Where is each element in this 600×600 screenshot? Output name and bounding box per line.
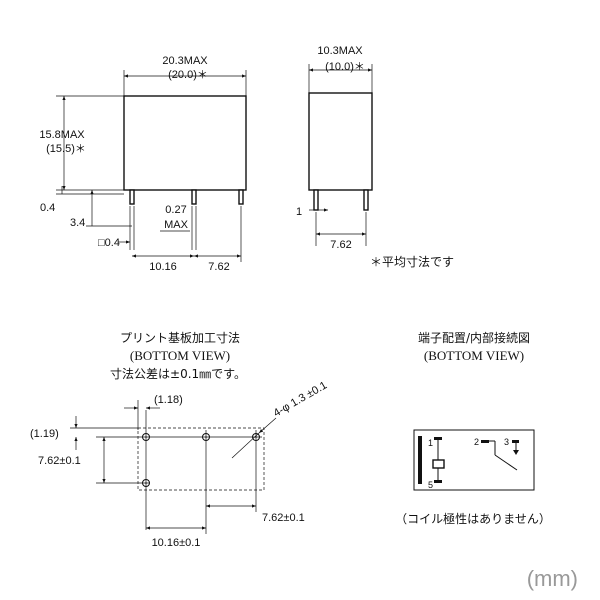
- front-standoff: 0.4: [40, 202, 55, 214]
- leader: [231, 432, 260, 459]
- front-width-avg: (20.0)＊: [168, 69, 208, 81]
- pcb-dim-762-vertical: 7.62±0.1: [38, 455, 81, 467]
- terminal-pin-2: 2: [474, 437, 479, 447]
- side-pitch: 7.62: [330, 239, 351, 251]
- front-pitch-b: 7.62: [208, 261, 229, 273]
- terminal-pin-5: 5: [428, 480, 433, 490]
- front-height-max: 15.8MAX: [39, 129, 85, 141]
- front-pin-right: [238, 189, 244, 205]
- terminal-diagram: 端子配置/内部接続図 (BOTTOM VIEW) 1 5 2 3 （コイル極性は…: [395, 330, 551, 526]
- side-width-max: 10.3MAX: [317, 45, 363, 57]
- front-pin-mid: [191, 189, 197, 205]
- front-pin-width-1: 0.27: [165, 204, 186, 216]
- unit-label: (mm): [527, 566, 578, 591]
- terminal-marker-bar: [418, 436, 422, 484]
- pcb-subtitle: (BOTTOM VIEW): [130, 348, 230, 363]
- leader: [258, 417, 277, 434]
- pin-pad: [481, 440, 489, 443]
- pcb-tolerance: 寸法公差は±0.1㎜です。: [110, 367, 246, 381]
- terminal-title: 端子配置/内部接続図: [418, 330, 530, 345]
- front-pitch-a: 10.16: [149, 261, 177, 273]
- front-pin-left: [129, 189, 135, 205]
- switch-contact-icon: [494, 454, 518, 471]
- terminal-subtitle: (BOTTOM VIEW): [424, 348, 524, 363]
- front-height-avg: (15.5)＊: [46, 143, 86, 155]
- coil-polarity-note: （コイル極性はありません）: [395, 511, 551, 526]
- pcb-dim-762-horizontal: 7.62±0.1: [262, 512, 305, 524]
- front-relay-body: [123, 95, 247, 191]
- arrow-down-icon: [513, 450, 519, 455]
- pcb-dim-119: (1.19): [30, 428, 59, 440]
- front-view: 20.3MAX (20.0)＊ 15.8MAX (15.5)＊ 0.4 3.4 …: [39, 55, 247, 273]
- front-width-max: 20.3MAX: [162, 55, 208, 67]
- terminal-outline: [413, 429, 535, 491]
- pcb-layout: プリント基板加工寸法 (BOTTOM VIEW) 寸法公差は±0.1㎜です。 (…: [30, 331, 329, 549]
- pin-pad: [434, 480, 442, 483]
- terminal-pin-1: 1: [428, 438, 433, 448]
- pin-pad: [512, 440, 519, 443]
- side-view: 10.3MAX (10.0)＊ 1 7.62 ＊平均寸法です: [296, 45, 454, 269]
- average-dimension-note: ＊平均寸法です: [370, 255, 454, 269]
- side-width-avg: (10.0)＊: [325, 61, 365, 73]
- front-pin-length: 3.4: [70, 217, 85, 229]
- side-pin-right: [363, 189, 369, 211]
- terminal-pin-3: 3: [504, 437, 509, 447]
- pin-pad: [434, 437, 442, 440]
- pcb-outline: [137, 427, 265, 491]
- pcb-dim-1016: 10.16±0.1: [152, 537, 201, 549]
- side-pin-offset: 1: [296, 206, 302, 218]
- pcb-hole-spec: 4-φ 1.3 ±0.1: [272, 379, 330, 419]
- pcb-title: プリント基板加工寸法: [120, 331, 240, 345]
- front-pin-width-2: MAX: [164, 219, 189, 231]
- front-pin-section: □0.4: [98, 237, 120, 249]
- side-pin-left: [313, 189, 319, 211]
- side-relay-body: [308, 92, 373, 191]
- coil-icon: [432, 459, 445, 469]
- pcb-dim-118: (1.18): [154, 394, 183, 406]
